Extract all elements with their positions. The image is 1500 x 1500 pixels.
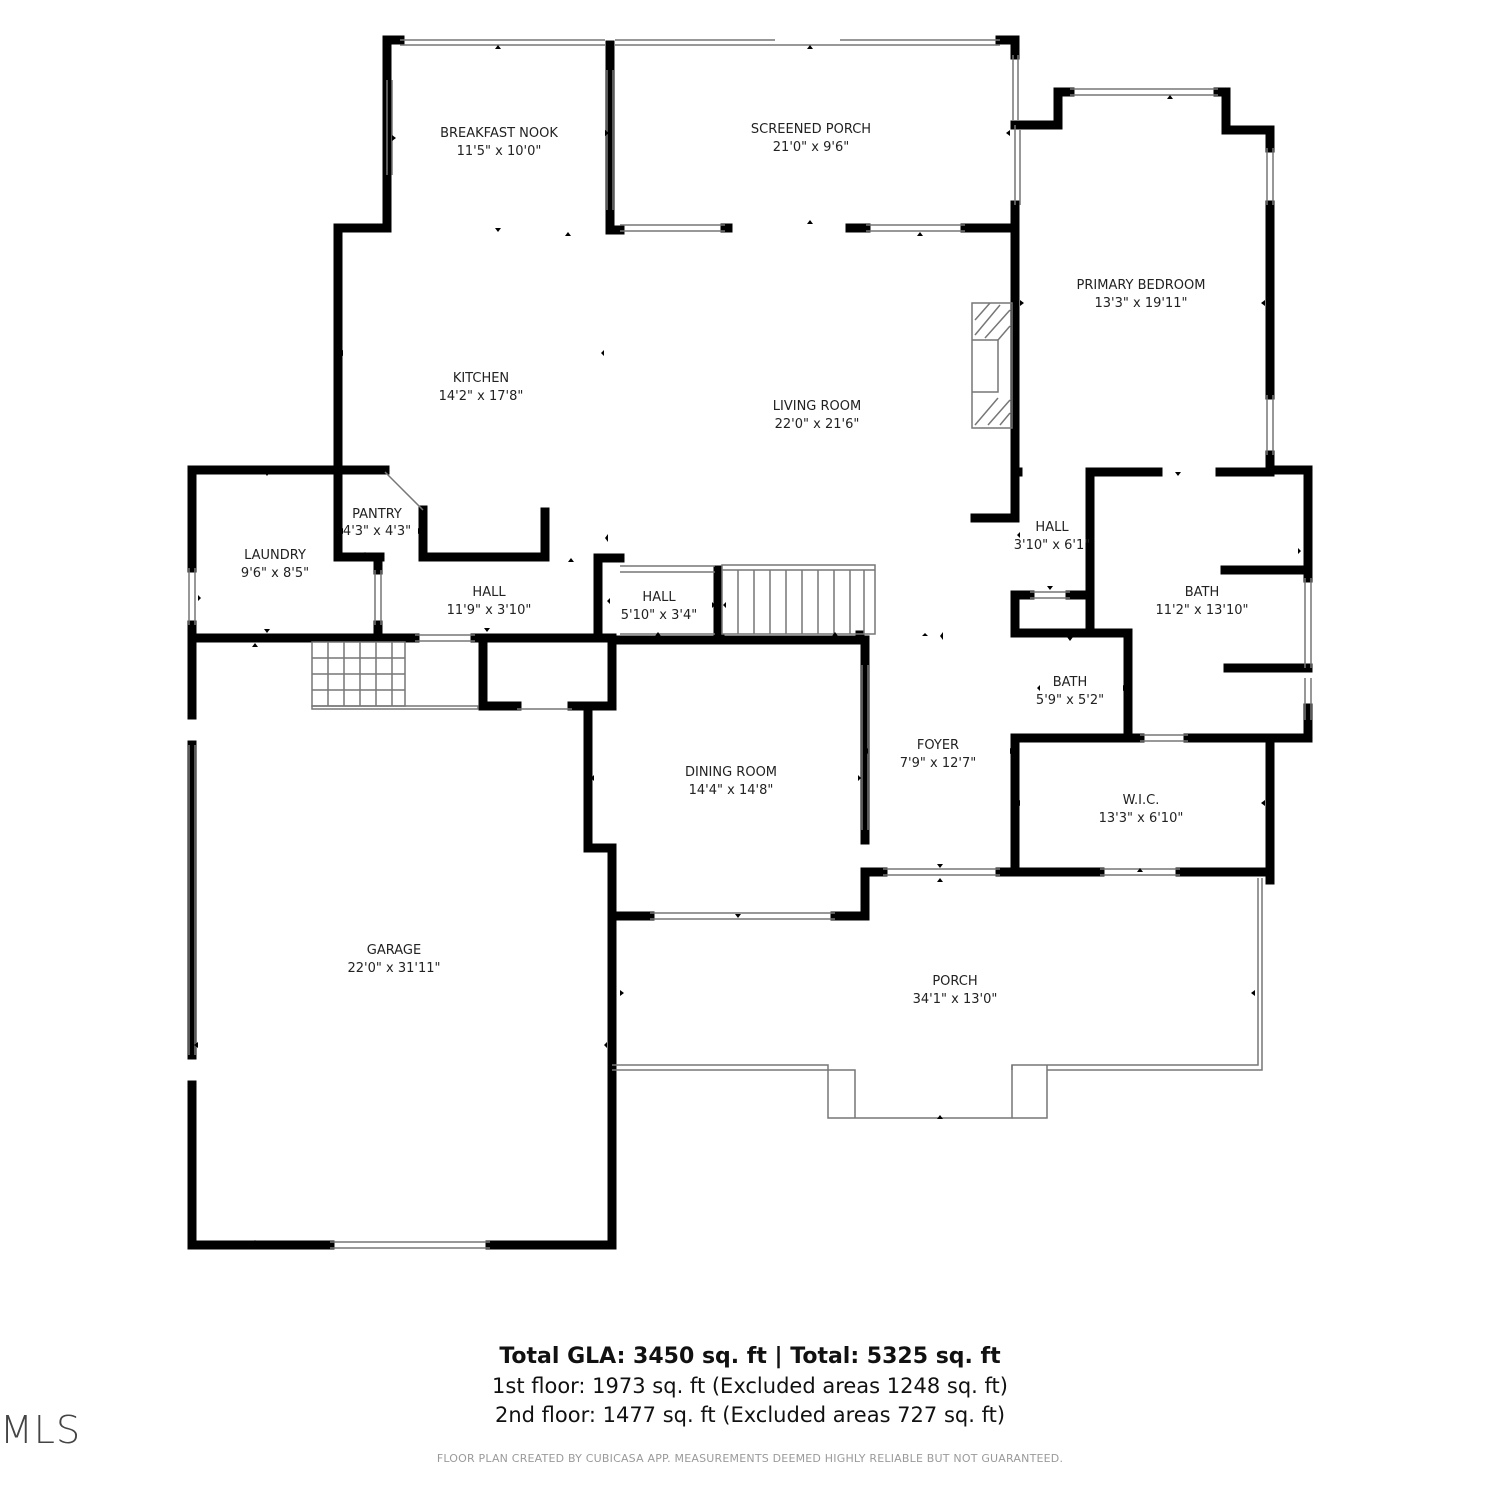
room-dims-kitchen: 14'2" x 17'8" <box>439 389 524 404</box>
disclaimer-footer: FLOOR PLAN CREATED BY CUBICASA APP. MEAS… <box>436 1452 1064 1465</box>
room-dims-living-room: 22'0" x 21'6" <box>775 417 860 432</box>
room-name-dining-room: DINING ROOM <box>685 765 777 780</box>
mls-watermark: MLS <box>0 1408 82 1452</box>
room-name-living-room: LIVING ROOM <box>773 399 861 414</box>
room-name-breakfast-nook: BREAKFAST NOOK <box>440 126 558 141</box>
room-dims-laundry: 9'6" x 8'5" <box>241 566 309 581</box>
room-dims-bath-small: 5'9" x 5'2" <box>1036 693 1104 708</box>
room-dims-screened-porch: 21'0" x 9'6" <box>773 140 849 155</box>
room-dims-breakfast-nook: 11'5" x 10'0" <box>457 144 542 159</box>
summary-total: Total GLA: 3450 sq. ft | Total: 5325 sq.… <box>499 1344 1001 1369</box>
room-dims-hall-main: 11'9" x 3'10" <box>447 603 532 618</box>
room-name-bath-small: BATH <box>1053 675 1088 690</box>
room-dims-garage: 22'0" x 31'11" <box>348 961 441 976</box>
room-name-porch: PORCH <box>932 974 977 989</box>
room-name-bath-primary: BATH <box>1185 585 1220 600</box>
room-name-pantry: PANTRY <box>352 507 402 522</box>
room-name-screened-porch: SCREENED PORCH <box>751 122 871 137</box>
room-name-kitchen: KITCHEN <box>453 371 509 386</box>
room-dims-primary-bedroom: 13'3" x 19'11" <box>1095 296 1188 311</box>
door-markers <box>194 45 1301 1244</box>
room-dims-hall-east: 3'10" x 6'1" <box>1014 538 1090 553</box>
room-name-hall-small: HALL <box>642 590 676 605</box>
room-dims-hall-small: 5'10" x 3'4" <box>621 608 697 623</box>
room-name-garage: GARAGE <box>367 943 421 958</box>
room-dims-porch: 34'1" x 13'0" <box>913 992 998 1007</box>
summary-second-floor: 2nd floor: 1477 sq. ft (Excluded areas 7… <box>494 1403 1006 1427</box>
room-name-wic: W.I.C. <box>1123 793 1160 808</box>
room-dims-pantry: 4'3" x 4'3" <box>343 524 411 539</box>
room-name-primary-bedroom: PRIMARY BEDROOM <box>1077 278 1206 293</box>
room-dims-bath-primary: 11'2" x 13'10" <box>1156 603 1249 618</box>
room-name-foyer: FOYER <box>917 738 959 753</box>
room-labels: BREAKFAST NOOK 11'5" x 10'0" SCREENED PO… <box>241 122 1249 1007</box>
walls <box>187 35 1313 1250</box>
room-name-laundry: LAUNDRY <box>244 548 306 563</box>
room-dims-foyer: 7'9" x 12'7" <box>900 756 976 771</box>
room-name-hall-east: HALL <box>1035 520 1069 535</box>
thin-lines <box>188 39 1312 1249</box>
room-dims-wic: 13'3" x 6'10" <box>1099 811 1184 826</box>
room-dims-dining-room: 14'4" x 14'8" <box>689 783 774 798</box>
summary-first-floor: 1st floor: 1973 sq. ft (Excluded areas 1… <box>492 1374 1008 1398</box>
room-name-hall-main: HALL <box>472 585 506 600</box>
